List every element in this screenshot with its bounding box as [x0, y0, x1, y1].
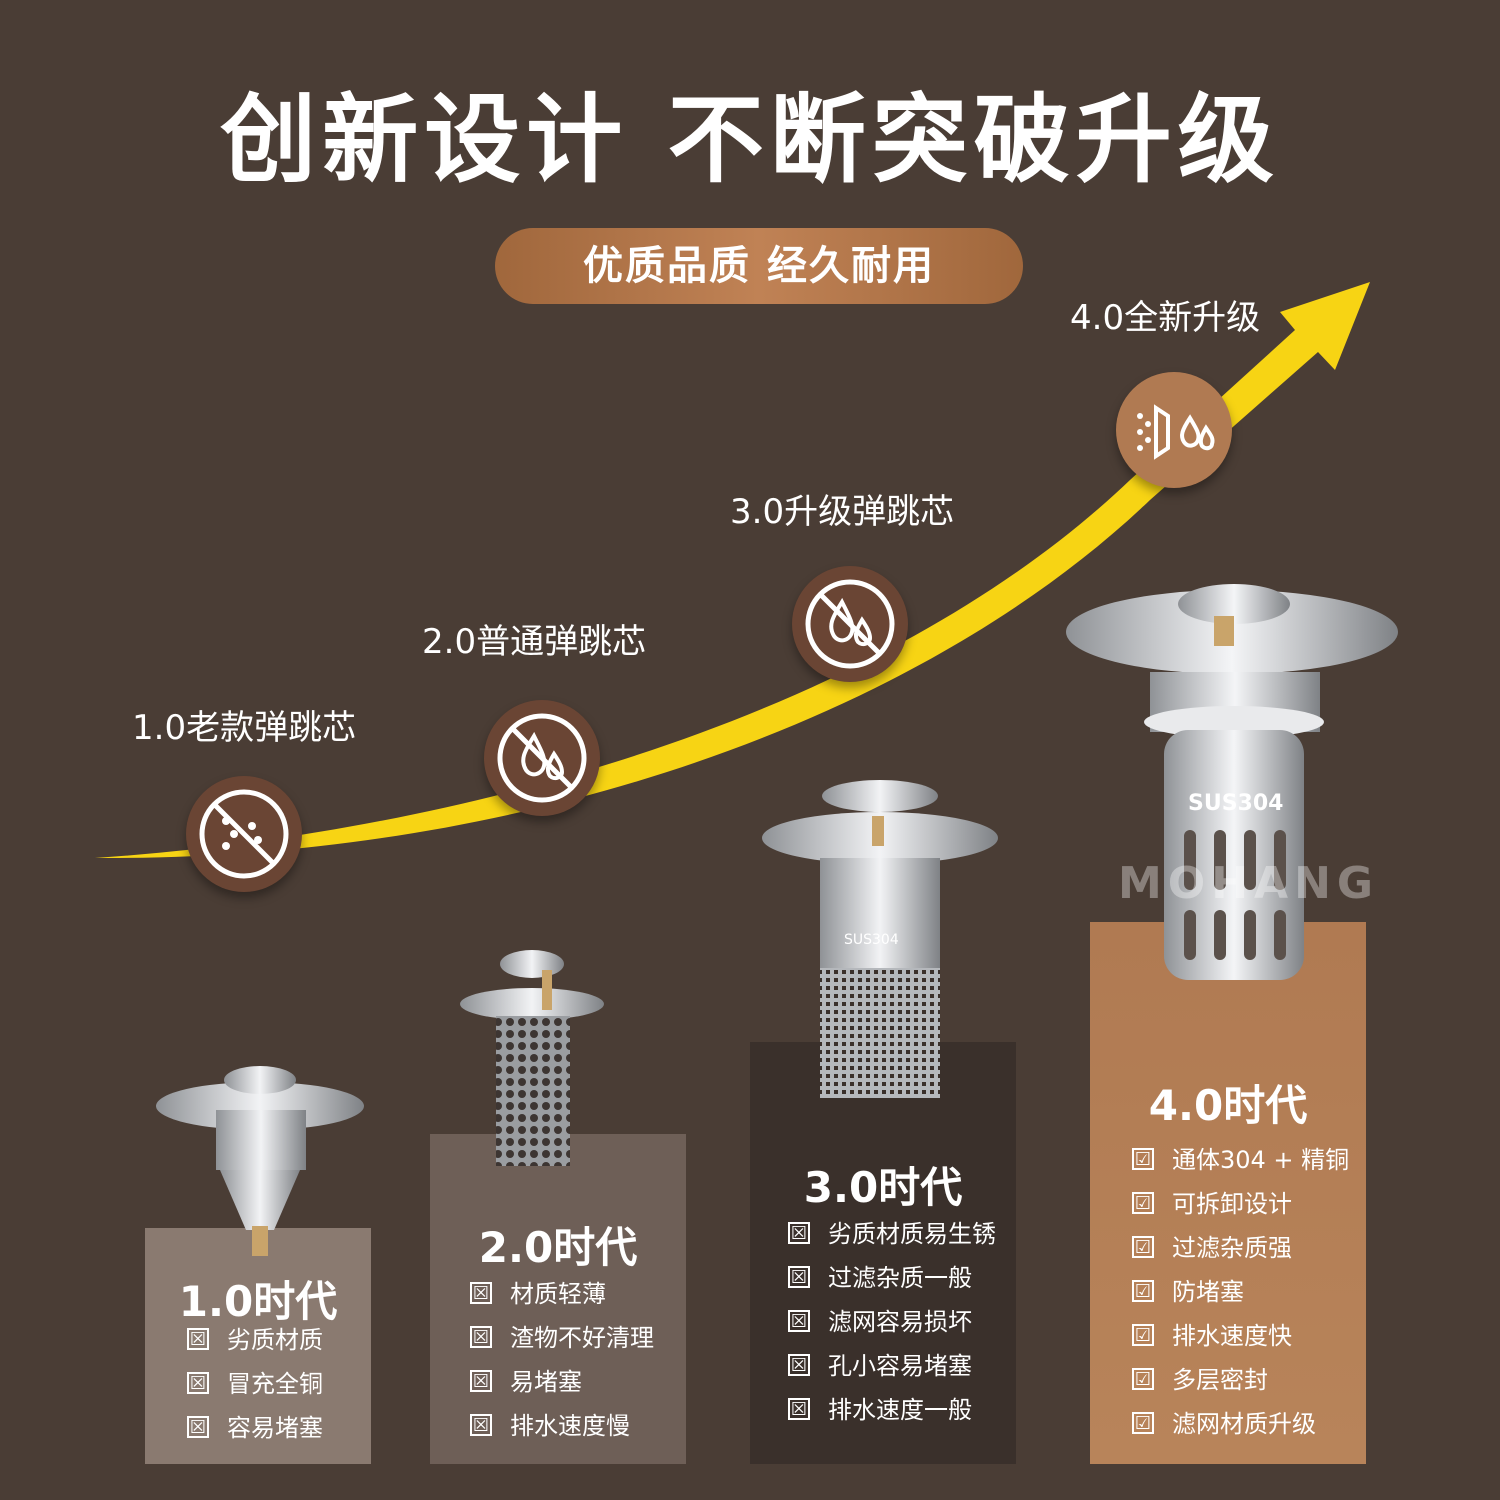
card-gen4: 4.0时代 ☑通体304 + 精铜 ☑可拆卸设计 ☑过滤杂质强 ☑防堵塞 ☑排水… [1090, 922, 1366, 1464]
list-item: ☒渣物不好清理 [470, 1316, 654, 1360]
headline: 创新设计 不断突破升级 [220, 84, 1280, 196]
list-item: ☑可拆卸设计 [1132, 1182, 1349, 1226]
engraving-text: SUS304 [1188, 791, 1283, 816]
card-list: ☒劣质材质易生锈 ☒过滤杂质一般 ☒滤网容易损坏 ☒孔小容易堵塞 ☒排水速度一般 [788, 1212, 996, 1432]
cross-checkbox-icon: ☒ [187, 1416, 209, 1438]
list-item: ☒容易堵塞 [187, 1406, 323, 1450]
list-item: ☒排水速度慢 [470, 1404, 654, 1448]
stage-label-3: 3.0升级弹跳芯 [730, 492, 955, 532]
check-checkbox-icon: ☑ [1132, 1412, 1154, 1434]
cross-checkbox-icon: ☒ [187, 1372, 209, 1394]
card-title: 3.0时代 [803, 1163, 963, 1212]
stage-label-1: 1.0老款弹跳芯 [132, 708, 357, 748]
cross-checkbox-icon: ☒ [470, 1414, 492, 1436]
no-water-drop-icon [484, 700, 600, 816]
card-gen2: 2.0时代 ☒材质轻薄 ☒渣物不好清理 ☒易堵塞 ☒排水速度慢 [430, 1134, 686, 1464]
check-checkbox-icon: ☑ [1132, 1236, 1154, 1258]
no-water-drop-icon [792, 566, 908, 682]
list-item: ☑通体304 + 精铜 [1132, 1138, 1349, 1182]
cross-checkbox-icon: ☒ [788, 1354, 810, 1376]
list-item: ☒冒充全铜 [187, 1362, 323, 1406]
filter-and-drops-icon [1116, 372, 1232, 488]
list-item: ☒劣质材质 [187, 1318, 323, 1362]
card-title: 1.0时代 [178, 1277, 338, 1326]
list-item: ☑多层密封 [1132, 1358, 1349, 1402]
list-item: ☒过滤杂质一般 [788, 1256, 996, 1300]
card-list: ☑通体304 + 精铜 ☑可拆卸设计 ☑过滤杂质强 ☑防堵塞 ☑排水速度快 ☑多… [1132, 1138, 1349, 1446]
stage-label-2: 2.0普通弹跳芯 [422, 622, 647, 662]
cross-checkbox-icon: ☒ [788, 1266, 810, 1288]
cross-checkbox-icon: ☒ [470, 1326, 492, 1348]
card-gen1: 1.0时代 ☒劣质材质 ☒冒充全铜 ☒容易堵塞 [145, 1228, 371, 1464]
no-dirt-filter-icon [186, 776, 302, 892]
engraving-text: SUS304 [844, 932, 899, 948]
product-image-gen3: SUS304 [762, 780, 998, 1098]
check-checkbox-icon: ☑ [1132, 1368, 1154, 1390]
list-item: ☒易堵塞 [470, 1360, 654, 1404]
cross-checkbox-icon: ☒ [788, 1398, 810, 1420]
card-list: ☒材质轻薄 ☒渣物不好清理 ☒易堵塞 ☒排水速度慢 [470, 1272, 654, 1448]
product-image-gen4: SUS304 [1066, 584, 1398, 980]
list-item: ☑过滤杂质强 [1132, 1226, 1349, 1270]
card-title: 4.0时代 [1148, 1081, 1308, 1130]
cross-checkbox-icon: ☒ [788, 1222, 810, 1244]
cross-checkbox-icon: ☒ [788, 1310, 810, 1332]
card-gen3: 3.0时代 ☒劣质材质易生锈 ☒过滤杂质一般 ☒滤网容易损坏 ☒孔小容易堵塞 ☒… [750, 1042, 1016, 1464]
check-checkbox-icon: ☑ [1132, 1324, 1154, 1346]
check-checkbox-icon: ☑ [1132, 1148, 1154, 1170]
list-item: ☒排水速度一般 [788, 1388, 996, 1432]
list-item: ☒孔小容易堵塞 [788, 1344, 996, 1388]
subtitle-pill: 优质品质 经久耐用 [495, 228, 1023, 304]
card-list: ☒劣质材质 ☒冒充全铜 ☒容易堵塞 [187, 1318, 323, 1450]
card-title: 2.0时代 [478, 1223, 638, 1272]
list-item: ☑排水速度快 [1132, 1314, 1349, 1358]
list-item: ☒劣质材质易生锈 [788, 1212, 996, 1256]
list-item: ☑防堵塞 [1132, 1270, 1349, 1314]
cross-checkbox-icon: ☒ [470, 1370, 492, 1392]
cross-checkbox-icon: ☒ [187, 1328, 209, 1350]
list-item: ☒滤网容易损坏 [788, 1300, 996, 1344]
list-item: ☒材质轻薄 [470, 1272, 654, 1316]
check-checkbox-icon: ☑ [1132, 1192, 1154, 1214]
list-item: ☑滤网材质升级 [1132, 1402, 1349, 1446]
product-image-gen1 [156, 1066, 364, 1256]
cross-checkbox-icon: ☒ [470, 1282, 492, 1304]
brand-watermark: MOHANG [1118, 858, 1380, 909]
stage-label-4: 4.0全新升级 [1070, 298, 1261, 338]
growth-curve [95, 282, 1370, 859]
product-image-gen2 [460, 950, 604, 1166]
check-checkbox-icon: ☑ [1132, 1280, 1154, 1302]
